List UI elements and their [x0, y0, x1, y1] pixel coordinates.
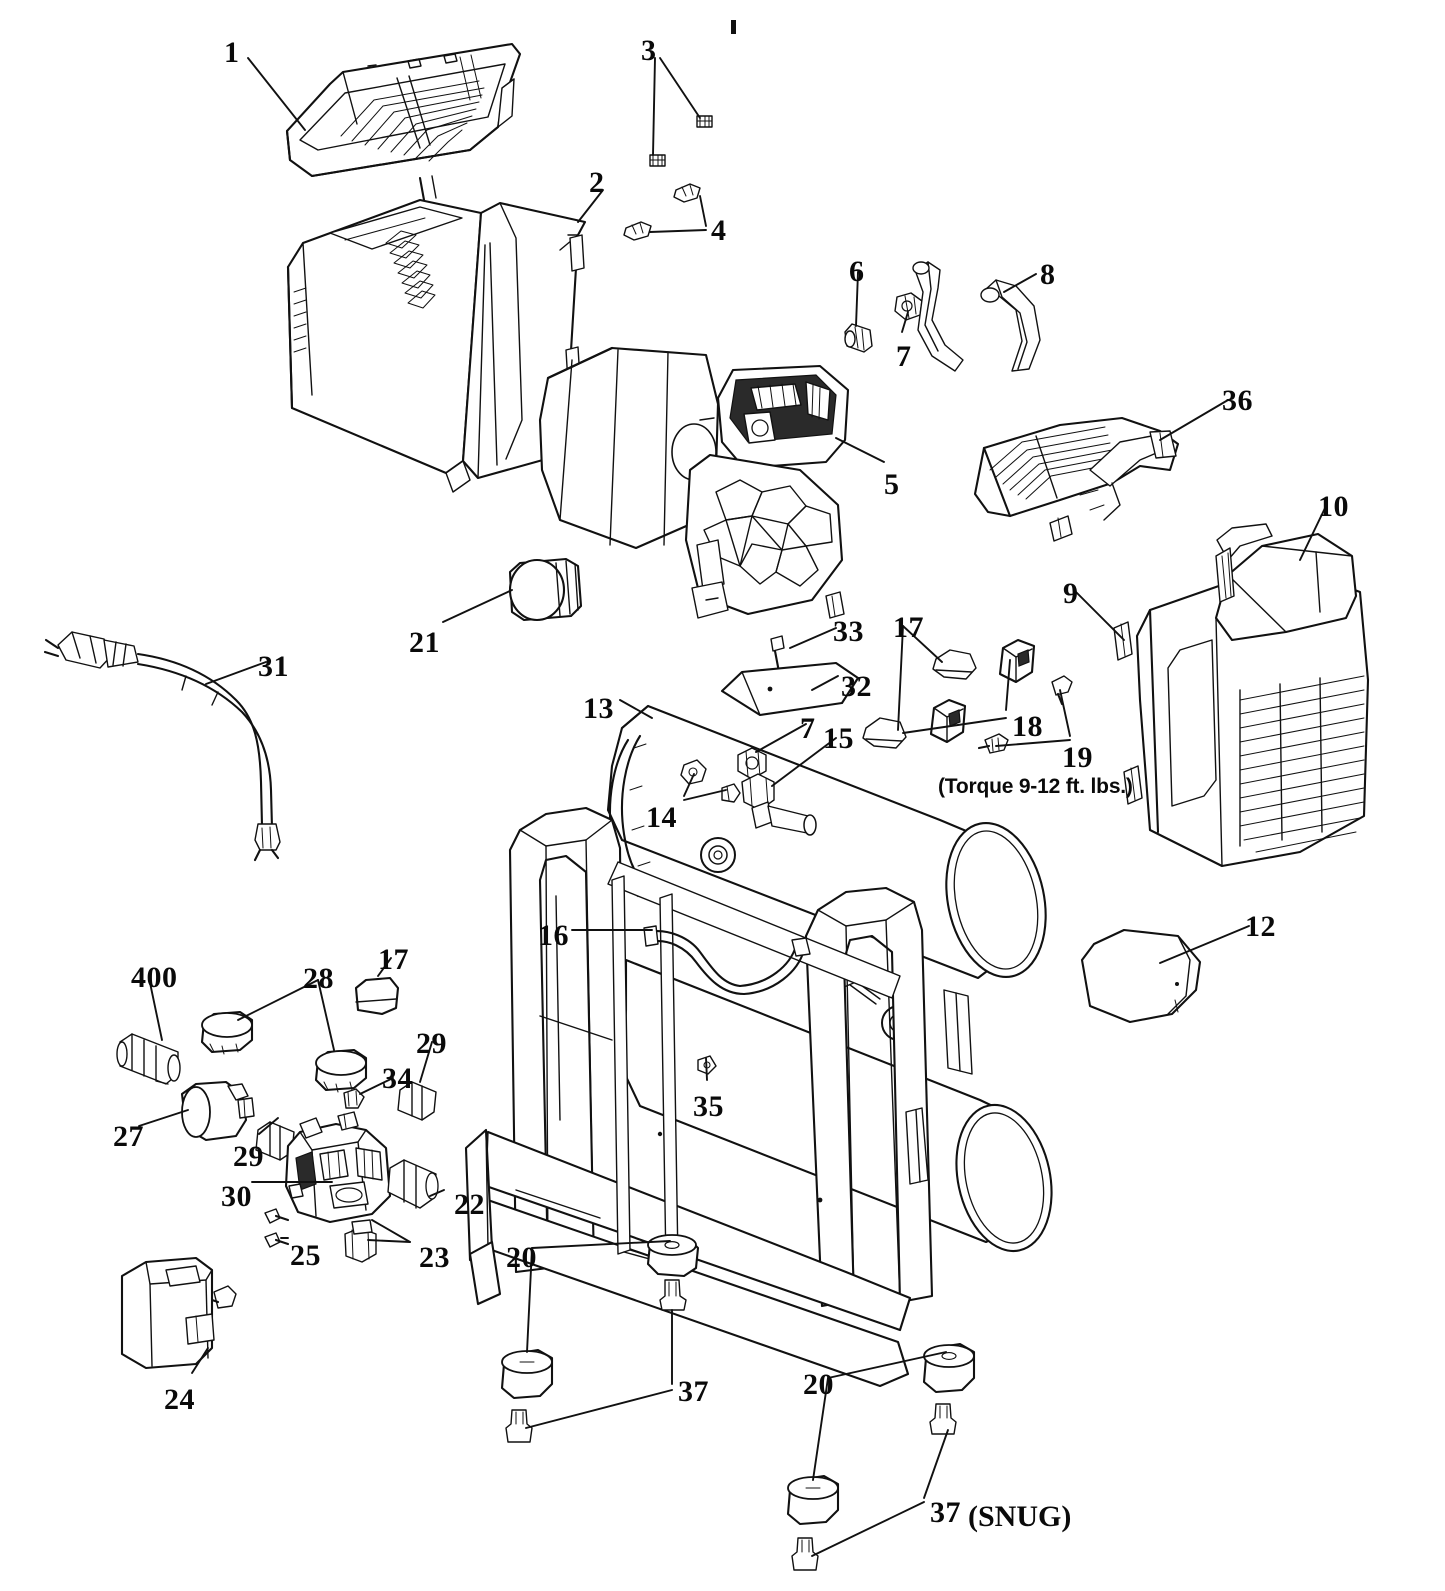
callout-4: 4 [711, 214, 727, 247]
snug-note: (SNUG) [968, 1500, 1072, 1533]
part-10-heatsink-housing [1113, 523, 1370, 868]
callout-9: 9 [1063, 577, 1079, 610]
part-2-shroud [286, 198, 587, 493]
callout-16: 16 [538, 919, 569, 952]
part-7-nut-upper [894, 292, 923, 321]
callout-6: 6 [849, 255, 865, 288]
callout-17: 17 [893, 611, 924, 644]
tank-and-frame-assembly [464, 704, 1053, 1388]
callout-28: 28 [303, 962, 334, 995]
callout-13: 13 [583, 692, 614, 725]
part-21-cap [508, 557, 583, 622]
part-5-motor-pump [538, 346, 850, 619]
callout-19: 19 [1062, 741, 1093, 774]
callout-34: 34 [382, 1062, 413, 1095]
callout-31: 31 [258, 650, 289, 683]
part-12-grip [1080, 928, 1202, 1024]
callout-29: 29 [416, 1027, 447, 1060]
parts-20-37-feet [500, 1234, 976, 1571]
part-6-fitting [844, 323, 873, 353]
callout-36: 36 [1222, 384, 1253, 417]
callout-2: 2 [589, 166, 605, 199]
callout-21: 21 [409, 626, 440, 659]
callout-17: 17 [378, 943, 409, 976]
part-33-screw [770, 635, 785, 674]
parts-17-18-19-mounts [862, 638, 1073, 754]
callout-30: 30 [221, 1180, 252, 1213]
callout-3: 3 [641, 34, 657, 67]
part-1-top-cover [285, 42, 522, 202]
callout-24: 24 [164, 1383, 195, 1416]
callout-1: 1 [224, 36, 240, 69]
callout-37: 37 [930, 1496, 961, 1529]
torque-note: (Torque 9-12 ft. lbs.) [938, 775, 1133, 798]
callout-7: 7 [800, 712, 816, 745]
callout-23: 23 [419, 1241, 450, 1274]
lower-left-fittings [116, 976, 439, 1370]
callout-32: 32 [841, 670, 872, 703]
callout-14: 14 [646, 801, 677, 834]
part-3-screws [649, 115, 713, 167]
callout-22: 22 [454, 1188, 485, 1221]
part-31-power-cord [43, 631, 281, 862]
callout-20: 20 [803, 1368, 834, 1401]
callout-18: 18 [1012, 710, 1043, 743]
callout-25: 25 [290, 1239, 321, 1272]
callout-35: 35 [693, 1090, 724, 1123]
callout-400: 400 [131, 961, 178, 994]
part-8-handle-tubes [912, 261, 1041, 372]
callout-27: 27 [113, 1120, 144, 1153]
callout-12: 12 [1245, 910, 1276, 943]
tank-fittings [680, 747, 817, 836]
part-32-base-plate [720, 661, 860, 717]
callout-7: 7 [896, 340, 912, 373]
part-4-clips [623, 183, 701, 241]
callout-29: 29 [233, 1140, 264, 1173]
callout-20: 20 [506, 1241, 537, 1274]
part-36-cover-grille [973, 416, 1180, 542]
callout-5: 5 [884, 468, 900, 501]
callout-33: 33 [833, 615, 864, 648]
callout-10: 10 [1318, 490, 1349, 523]
leader-lines [138, 57, 1327, 1557]
callout-8: 8 [1040, 258, 1056, 291]
callout-15: 15 [823, 722, 854, 755]
callout-37: 37 [678, 1375, 709, 1408]
